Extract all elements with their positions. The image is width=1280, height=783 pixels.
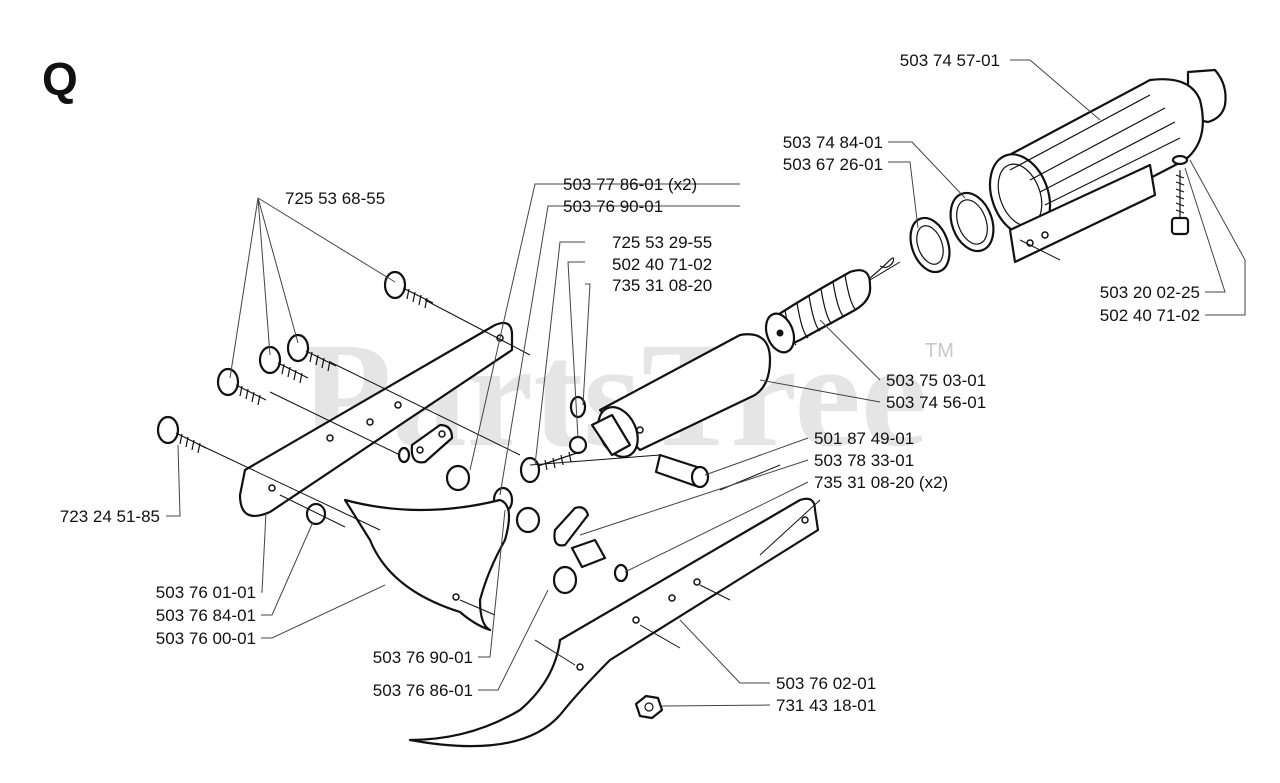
tube-housing-part (988, 68, 1227, 264)
label-723245185: 723 24 51-85 (60, 507, 160, 526)
mounting-bolt-part (1170, 154, 1190, 236)
part-labels: 503 74 57-01 503 74 84-01 503 67 26-01 5… (60, 51, 1200, 715)
label-503760001: 503 76 00-01 (156, 629, 256, 648)
label-502407102-right: 502 40 71-02 (1100, 306, 1200, 325)
label-735310820-x2: 735 31 08-20 (x2) (814, 473, 948, 492)
label-725532955: 725 53 29-55 (612, 233, 712, 252)
label-503760201: 503 76 02-01 (776, 674, 876, 693)
upper-bolts-part (156, 270, 434, 454)
hex-nut-part (634, 694, 664, 720)
leader-lines (166, 59, 1246, 707)
link-plates-part (305, 423, 629, 595)
watermark-trademark: TM (925, 340, 954, 362)
label-503769001-top: 503 76 90-01 (563, 197, 663, 216)
section-letter: Q (42, 53, 78, 105)
label-503748401: 503 74 84-01 (783, 133, 883, 152)
label-503750301: 503 75 03-01 (886, 371, 986, 390)
label-731431801: 731 43 18-01 (776, 696, 876, 715)
label-503745601: 503 74 56-01 (886, 393, 986, 412)
clevis-pin-part (654, 453, 710, 489)
label-503768401: 503 76 84-01 (156, 606, 256, 625)
lower-arm-part (408, 497, 820, 748)
label-735310820: 735 31 08-20 (612, 276, 712, 295)
small-screw-part (519, 451, 581, 484)
label-503778601-x2: 503 77 86-01 (x2) (563, 175, 697, 194)
ring-seals-part (909, 191, 995, 274)
label-503783301: 503 78 33-01 (814, 451, 914, 470)
label-503769001-bottom: 503 76 90-01 (373, 648, 473, 667)
label-503200225: 503 20 02-25 (1100, 283, 1200, 302)
blade-part (343, 498, 511, 632)
alignment-lines (199, 239, 1061, 666)
label-502407102-left: 502 40 71-02 (612, 255, 712, 274)
parts-illustration (156, 68, 1227, 748)
label-725536855: 725 53 68-55 (285, 189, 385, 208)
upper-arm-part (238, 321, 514, 517)
label-503768601: 503 76 86-01 (373, 681, 473, 700)
label-503672601: 503 67 26-01 (783, 155, 883, 174)
label-501874901: 501 87 49-01 (814, 429, 914, 448)
cylinder-part (568, 333, 772, 458)
label-503745701: 503 74 57-01 (900, 51, 1000, 70)
label-503760101: 503 76 01-01 (156, 583, 256, 602)
spring-part (764, 257, 895, 354)
